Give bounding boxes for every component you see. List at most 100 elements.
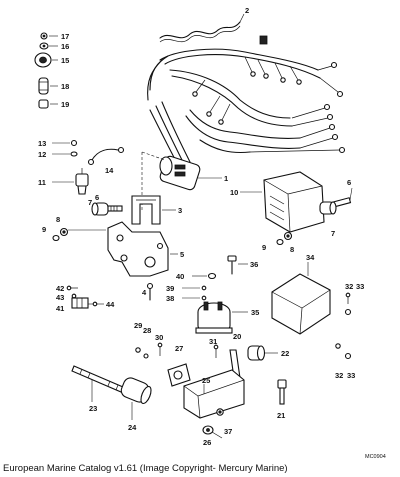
- callout-33-upper: 33: [356, 282, 364, 291]
- callout-21: 21: [277, 411, 285, 420]
- part-34-cover: [271, 273, 331, 335]
- callout-28: 28: [143, 326, 151, 335]
- part-40-nut: [207, 272, 217, 280]
- leader-6: [349, 187, 353, 201]
- dash-line: [141, 151, 166, 161]
- part-43-washer: [71, 293, 77, 299]
- wire-terminals: [192, 61, 346, 154]
- callout-27: 27: [175, 344, 183, 353]
- callout-24: 24: [128, 423, 137, 432]
- callout-7-right: 7: [331, 229, 335, 238]
- part-25-bracket: [183, 369, 245, 419]
- part-5-mounting-plate: [107, 221, 169, 277]
- drawing-code: MC0904: [365, 454, 386, 460]
- callout-22: 22: [281, 349, 289, 358]
- part-6-stud-left: [107, 205, 123, 212]
- part-39-washer: [201, 285, 207, 291]
- callout-13: 13: [38, 139, 46, 148]
- callout-1: 1: [224, 174, 228, 183]
- part-33-washer-upper: [344, 308, 352, 316]
- callout-8-left: 8: [56, 215, 60, 224]
- part-31-screw: [213, 344, 219, 358]
- callout-42: 42: [56, 284, 64, 293]
- callout-9-right: 9: [262, 243, 266, 252]
- callout-31: 31: [209, 337, 217, 346]
- part-27-insulator: [167, 363, 191, 387]
- harness-plug: [259, 35, 268, 45]
- callout-32-upper: 32: [345, 282, 353, 291]
- callout-15: 15: [61, 56, 69, 65]
- part-24-sleeve: [120, 377, 152, 405]
- part-13-screw: [70, 139, 78, 147]
- callout-7-left: 7: [88, 198, 92, 207]
- callout-6-right: 6: [347, 178, 351, 187]
- callout-38: 38: [166, 294, 174, 303]
- part-15-grommet: [34, 52, 52, 68]
- callout-26: 26: [203, 438, 211, 447]
- part-7-spacer-left: [91, 202, 109, 216]
- part-42-screw: [66, 285, 78, 291]
- part-11-sender: [75, 168, 89, 195]
- callout-19: 19: [61, 100, 69, 109]
- lead-terminal: [117, 146, 125, 154]
- callout-36: 36: [250, 260, 258, 269]
- part-35-solenoid: [195, 301, 233, 334]
- part-8-nut-left: [59, 227, 69, 237]
- wiring-harness: [147, 48, 341, 166]
- callout-35: 35: [251, 308, 259, 317]
- part-12-washer: [70, 151, 78, 157]
- callout-9-left: 9: [42, 225, 46, 234]
- callout-16: 16: [61, 42, 69, 51]
- callout-43: 43: [56, 293, 64, 302]
- callout-32-lower: 32: [335, 371, 343, 380]
- callout-11: 11: [38, 178, 46, 187]
- part-16-washer: [39, 42, 49, 50]
- part-44-screw: [92, 301, 98, 307]
- part-29-nut: [135, 347, 141, 353]
- callout-8-right: 8: [290, 245, 294, 254]
- callout-18: 18: [61, 82, 69, 91]
- callout-10: 10: [230, 188, 238, 197]
- part-14-lead: [91, 148, 119, 161]
- callout-30: 30: [155, 333, 163, 342]
- callout-labels: 2 17 16 15 18 19 13 12 14 11 1 10 6 7 6 …: [38, 6, 364, 447]
- part-18-fuse: [38, 77, 49, 95]
- tie-strap: [159, 21, 241, 39]
- callout-37: 37: [224, 427, 232, 436]
- callout-5: 5: [180, 250, 184, 259]
- harness-connector: [159, 155, 201, 191]
- part-30-screw: [157, 342, 163, 356]
- part-21-bolt: [277, 379, 287, 405]
- callout-23: 23: [89, 404, 97, 413]
- callout-6-left: 6: [95, 193, 99, 202]
- part-38-nut: [201, 295, 207, 301]
- callout-40: 40: [176, 272, 184, 281]
- part-26-washer: [202, 425, 214, 435]
- leader-26: [211, 431, 223, 439]
- part-28-washer: [143, 353, 149, 359]
- part-9-washer-right: [276, 238, 284, 246]
- callout-14: 14: [105, 166, 114, 175]
- part-7-spacer-right: [319, 201, 337, 215]
- callout-39: 39: [166, 284, 174, 293]
- callout-33-lower: 33: [347, 371, 355, 380]
- tie-strap-edge: [159, 25, 241, 43]
- callout-20: 20: [233, 332, 241, 341]
- callout-44: 44: [106, 300, 115, 309]
- callout-12: 12: [38, 150, 46, 159]
- part-4-screw: [146, 282, 154, 301]
- part-19-fuse-holder: [38, 99, 49, 109]
- callout-29: 29: [134, 321, 142, 330]
- part-3-clamp: [131, 195, 161, 225]
- lead-terminal: [87, 158, 95, 166]
- part-8-nut-right: [283, 231, 293, 241]
- image-caption: European Marine Catalog v1.61 (Image Cop…: [3, 463, 288, 474]
- part-9-washer-left: [52, 234, 60, 242]
- callout-2: 2: [245, 6, 249, 15]
- part-32-screw-upper: [345, 292, 351, 304]
- callout-4: 4: [142, 288, 147, 297]
- leader-2: [239, 13, 245, 23]
- callout-41: 41: [56, 304, 64, 313]
